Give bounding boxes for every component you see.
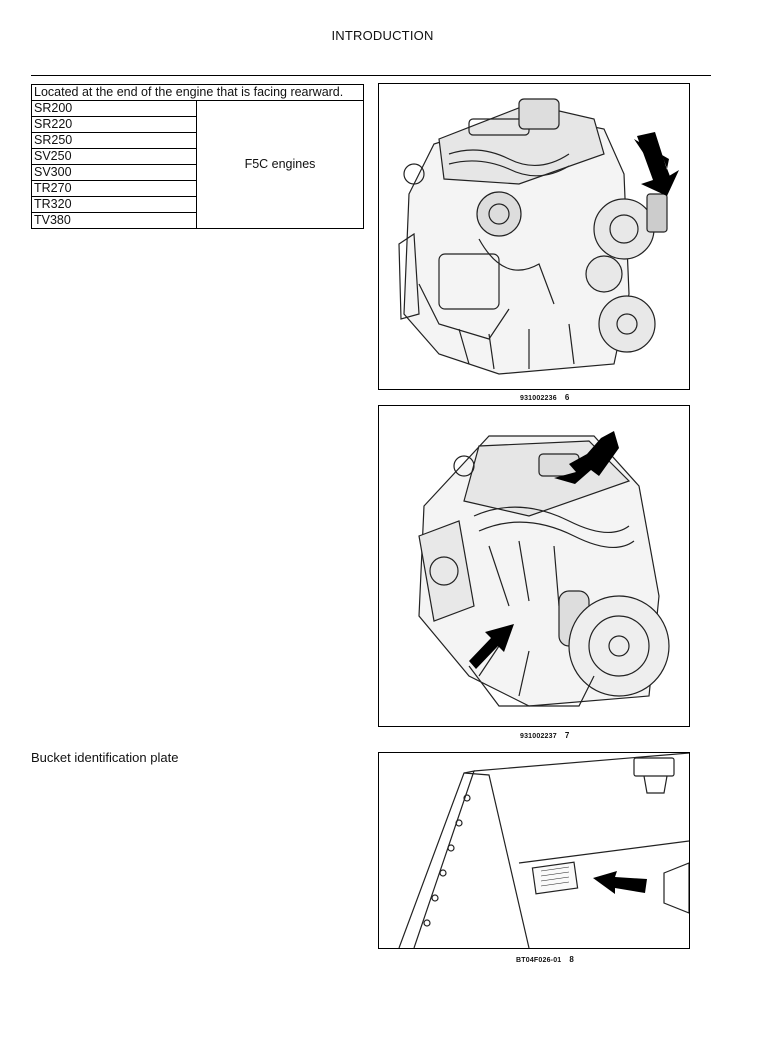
figure-code: 931002237 <box>520 733 557 740</box>
model-cell: TR320 <box>31 196 197 213</box>
engine-rear-illustration <box>418 431 670 707</box>
engine-front-illustration <box>398 98 679 375</box>
engine-models-table: Located at the end of the engine that is… <box>31 84 364 229</box>
model-cell: SV250 <box>31 148 197 165</box>
model-cell: TV380 <box>31 212 197 229</box>
bucket-plate-figure <box>378 752 690 949</box>
figure-number: 7 <box>564 731 570 740</box>
model-cell: SR200 <box>31 100 197 117</box>
engine-front-figure <box>378 83 690 390</box>
table-header-cell: Located at the end of the engine that is… <box>31 84 364 101</box>
figure-code: BT04F026-01 <box>516 957 562 964</box>
model-cell: SV300 <box>31 164 197 181</box>
model-cell: SR220 <box>31 116 197 133</box>
table-row: TV380 <box>31 212 364 229</box>
engine-rear-figure <box>378 405 690 727</box>
table-row: SR200 F5C engines <box>31 100 364 229</box>
table-header-row: Located at the end of the engine that is… <box>31 84 364 101</box>
bucket-plate-illustration <box>398 753 689 948</box>
figure-7-caption: 931002237 7 <box>520 731 570 740</box>
figure-6-caption: 931002236 6 <box>520 393 570 402</box>
header-rule <box>31 75 711 76</box>
figure-code: 931002236 <box>520 395 557 402</box>
model-cell: TR270 <box>31 180 197 197</box>
page-header: INTRODUCTION <box>331 28 434 43</box>
figure-8-caption: BT04F026-01 8 <box>516 955 574 964</box>
figure-number: 8 <box>569 955 575 964</box>
model-cell: SR250 <box>31 132 197 149</box>
engine-group-cell: F5C engines <box>196 100 364 229</box>
bucket-plate-label: Bucket identification plate <box>31 750 179 765</box>
table-row: TR270 <box>31 180 364 197</box>
figure-number: 6 <box>564 393 570 402</box>
